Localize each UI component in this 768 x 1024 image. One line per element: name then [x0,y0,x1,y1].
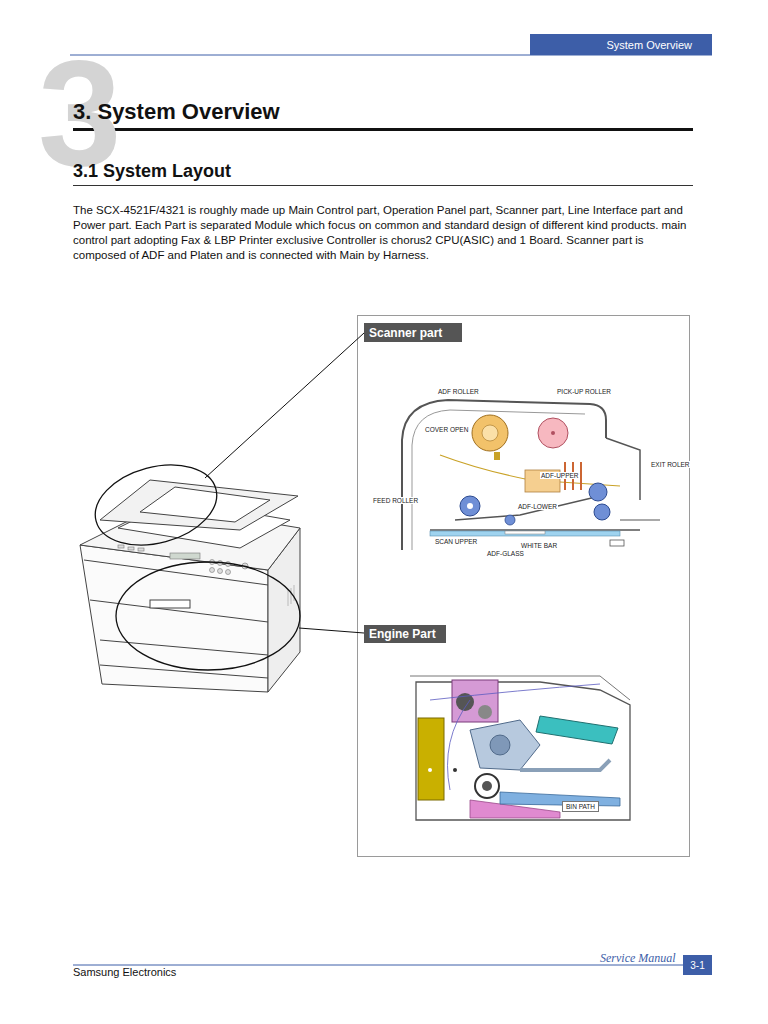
page-title: 3. System Overview [73,99,280,125]
section-rule [73,185,693,186]
part-label: WHITE BAR [520,542,558,549]
part-label: FEED ROLLER [372,497,419,504]
part-label: ADF-UPPER [540,472,580,479]
leader-line [299,628,364,633]
scanner-ellipse [86,452,225,558]
part-label: COVER OPEN [424,426,469,433]
node-text: Scanner part [369,326,442,340]
adf-section-drawing [402,400,660,550]
node-text: Engine Part [369,627,436,641]
printer-drawing [80,480,300,692]
intro-paragraph: The SCX-4521F/4321 is roughly made up Ma… [73,203,695,263]
part-label: ADF-GLASS [486,550,525,557]
page-number-box: 3-1 [683,955,712,975]
footer-company: Samsung Electronics [73,966,176,978]
node-text: 3-1 [690,960,704,971]
part-label: SCAN UPPER [434,538,478,545]
footer-manual-name: Service Manual [600,951,676,966]
engine-section-drawing [410,676,630,820]
part-label: ADF ROLLER [437,388,480,395]
part-label: ADF-LOWER [517,503,558,510]
section-heading: 3.1 System Layout [73,161,231,182]
title-rule [73,128,693,131]
figure-frame [358,316,690,857]
section-tag: Scanner part [364,323,462,342]
part-label: EXIT ROLER [650,461,691,468]
leader-line [205,333,364,478]
section-tag: Engine Part [364,625,446,643]
part-label: PICK-UP ROLLER [556,388,612,395]
engine-ellipse [116,562,300,670]
node-text: System Overview [606,39,692,51]
header-tab: System Overview [530,34,712,55]
part-label: BIN PATH [562,801,599,812]
